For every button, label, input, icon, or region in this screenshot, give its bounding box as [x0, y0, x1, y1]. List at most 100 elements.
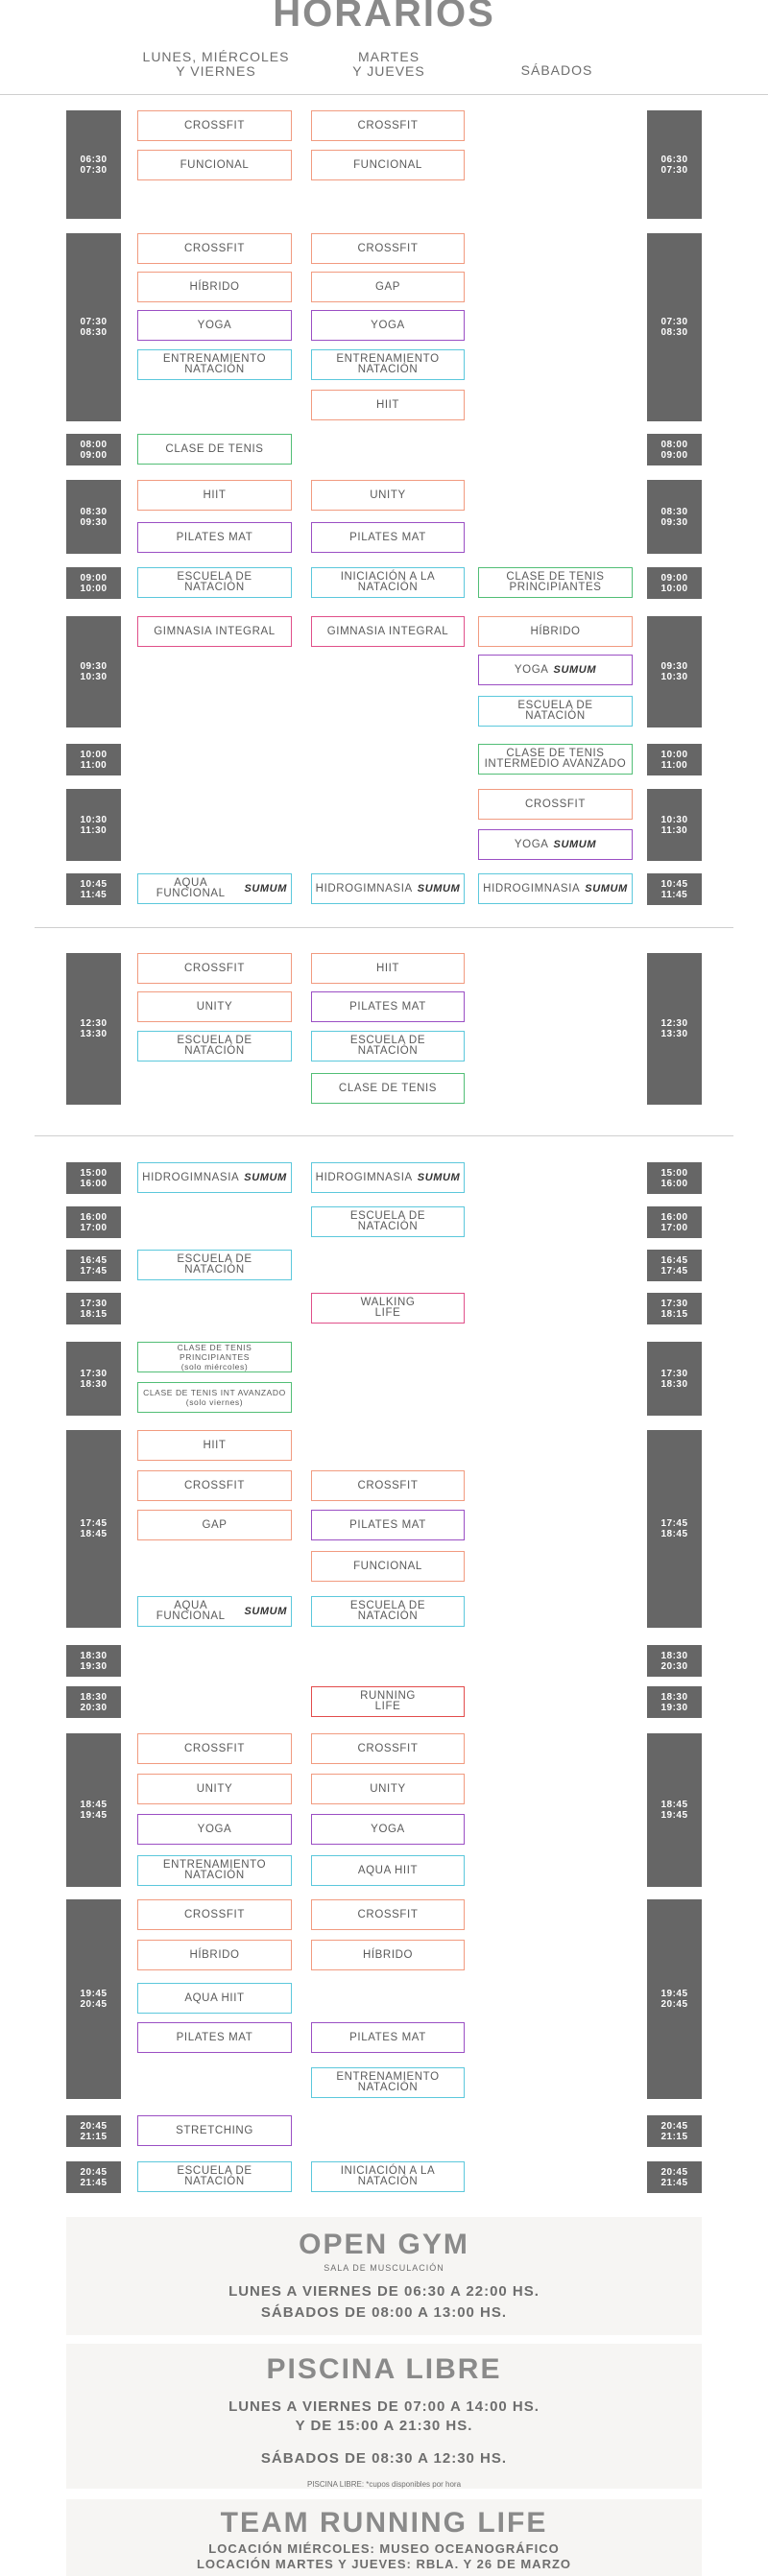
class-crossfit[interactable]: CROSSFIT: [311, 1470, 465, 1501]
class-crossfit[interactable]: CROSSFIT: [311, 1733, 465, 1764]
class-crossfit[interactable]: CROSSFIT: [311, 110, 465, 141]
time-block: 08:00 09:00: [66, 434, 121, 465]
class-hiit[interactable]: HIIT: [137, 480, 292, 511]
sumum-logo-icon: SUMUM: [553, 663, 597, 676]
time-block: 06:30 07:30: [647, 110, 702, 219]
class-gimnasia-integral[interactable]: GIMNASIA INTEGRAL: [311, 616, 465, 647]
class-funcional[interactable]: FUNCIONAL: [311, 1551, 465, 1582]
class-escuela-natacion[interactable]: ESCUELA DE NATACIÓN: [137, 1250, 292, 1280]
class-gimnasia-integral[interactable]: GIMNASIA INTEGRAL: [137, 616, 292, 647]
class-crossfit[interactable]: CROSSFIT: [137, 233, 292, 264]
class-entrenamiento-natacion[interactable]: ENTRENAMIENTO NATACIÓN: [137, 1855, 292, 1886]
time-block: 07:30 08:30: [66, 233, 121, 421]
class-pilates-mat[interactable]: PILATES MAT: [137, 2022, 292, 2053]
class-entrenamiento-natacion[interactable]: ENTRENAMIENTO NATACIÓN: [311, 2067, 465, 2098]
class-crossfit[interactable]: CROSSFIT: [311, 233, 465, 264]
sumum-logo-icon: SUMUM: [244, 1171, 287, 1183]
open-gym-panel: OPEN GYM SALA DE MUSCULACIÓN LUNES A VIE…: [66, 2217, 702, 2335]
class-crossfit[interactable]: CROSSFIT: [478, 789, 633, 820]
class-crossfit[interactable]: CROSSFIT: [137, 953, 292, 984]
class-escuela-natacion[interactable]: ESCUELA DE NATACIÓN: [478, 696, 633, 727]
time-block: 16:00 17:00: [66, 1206, 121, 1238]
class-crossfit[interactable]: CROSSFIT: [137, 110, 292, 141]
column-header-lmv: LUNES, MIÉRCOLES Y VIERNES: [142, 49, 290, 79]
class-escuela-natacion[interactable]: ESCUELA DE NATACIÓN: [311, 1596, 465, 1627]
class-unity[interactable]: UNITY: [137, 1774, 292, 1804]
class-pilates-mat[interactable]: PILATES MAT: [311, 991, 465, 1022]
class-escuela-natacion[interactable]: ESCUELA DE NATACIÓN: [137, 1031, 292, 1061]
class-pilates-mat[interactable]: PILATES MAT: [311, 1510, 465, 1540]
class-unity[interactable]: UNITY: [311, 1774, 465, 1804]
class-walking-life[interactable]: WALKING LIFE: [311, 1293, 465, 1324]
class-label: AQUA FUNCIONAL: [156, 877, 226, 899]
class-entrenamiento-natacion[interactable]: ENTRENAMIENTO NATACIÓN: [137, 349, 292, 380]
class-escuela-natacion[interactable]: ESCUELA DE NATACIÓN: [311, 1206, 465, 1237]
class-crossfit[interactable]: CROSSFIT: [137, 1733, 292, 1764]
class-iniciacion-natacion[interactable]: INICIACIÓN A LA NATACIÓN: [311, 2161, 465, 2192]
piscina-saturday: SÁBADOS DE 08:30 A 12:30 HS.: [260, 2450, 508, 2467]
class-hibrido[interactable]: HÍBRIDO: [311, 1940, 465, 1970]
class-hibrido[interactable]: HÍBRIDO: [137, 1940, 292, 1970]
time-block: 12:30 13:30: [66, 953, 121, 1105]
class-crossfit[interactable]: CROSSFIT: [137, 1470, 292, 1501]
team-running-panel: TEAM RUNNING LIFE LOCACIÓN MIÉRCOLES: MU…: [66, 2499, 702, 2576]
class-tenis[interactable]: CLASE DE TENIS: [311, 1073, 465, 1104]
class-iniciacion-natacion[interactable]: INICIACIÓN A LA NATACIÓN: [311, 567, 465, 598]
class-pilates-mat[interactable]: PILATES MAT: [311, 2022, 465, 2053]
open-gym-subtitle: SALA DE MUSCULACIÓN: [324, 2263, 444, 2273]
class-yoga[interactable]: YOGA: [137, 310, 292, 341]
class-hibrido[interactable]: HÍBRIDO: [478, 616, 633, 647]
class-tenis-int-avanzado[interactable]: CLASE DE TENIS INTERMEDIO AVANZADO: [478, 744, 633, 775]
class-pilates-mat[interactable]: PILATES MAT: [137, 522, 292, 553]
class-tenis-principiantes[interactable]: CLASE DE TENIS PRINCIPIANTES: [478, 567, 633, 598]
class-hiit[interactable]: HIIT: [311, 390, 465, 420]
time-block: 06:30 07:30: [66, 110, 121, 219]
section-divider: [35, 927, 733, 928]
class-running-life[interactable]: RUNNING LIFE: [311, 1686, 465, 1717]
class-hibrido[interactable]: HÍBRIDO: [137, 272, 292, 302]
class-yoga[interactable]: YOGA: [311, 310, 465, 341]
class-tenis-int-avanzado[interactable]: CLASE DE TENIS INT AVANZADO (solo vierne…: [137, 1382, 292, 1413]
time-block: 08:30 09:30: [647, 480, 702, 554]
class-crossfit[interactable]: CROSSFIT: [311, 1899, 465, 1930]
class-tenis[interactable]: CLASE DE TENIS: [137, 434, 292, 465]
running-title: TEAM RUNNING LIFE: [220, 2507, 548, 2539]
time-block: 17:30 18:30: [647, 1342, 702, 1416]
class-funcional[interactable]: FUNCIONAL: [137, 150, 292, 180]
class-yoga[interactable]: YOGA: [137, 1814, 292, 1845]
class-escuela-natacion[interactable]: ESCUELA DE NATACIÓN: [137, 2161, 292, 2192]
class-hiit[interactable]: HIIT: [137, 1430, 292, 1461]
time-block: 10:45 11:45: [66, 873, 121, 905]
class-aqua-hiit[interactable]: AQUA HIIT: [137, 1983, 292, 2014]
class-escuela-natacion[interactable]: ESCUELA DE NATACIÓN: [137, 567, 292, 598]
class-pilates-mat[interactable]: PILATES MAT: [311, 522, 465, 553]
class-unity[interactable]: UNITY: [311, 480, 465, 511]
class-hiit[interactable]: HIIT: [311, 953, 465, 984]
page-title: HORARIOS: [273, 0, 495, 35]
class-yoga[interactable]: YOGA: [311, 1814, 465, 1845]
class-escuela-natacion[interactable]: ESCUELA DE NATACIÓN: [311, 1031, 465, 1061]
class-stretching[interactable]: STRETCHING: [137, 2115, 292, 2146]
time-block: 18:30 20:30: [647, 1645, 702, 1677]
class-gap[interactable]: GAP: [137, 1510, 292, 1540]
running-location-mar-jue: LOCACIÓN MARTES Y JUEVES: RBLA. Y 26 DE …: [196, 2557, 572, 2571]
class-aqua-hiit[interactable]: AQUA HIIT: [311, 1855, 465, 1886]
class-crossfit[interactable]: CROSSFIT: [137, 1899, 292, 1930]
class-gap[interactable]: GAP: [311, 272, 465, 302]
class-unity[interactable]: UNITY: [137, 991, 292, 1022]
time-block: 16:45 17:45: [66, 1250, 121, 1281]
running-location-mier: LOCACIÓN MIÉRCOLES: MUSEO OCEANOGRÁFICO: [208, 2541, 560, 2556]
class-entrenamiento-natacion[interactable]: ENTRENAMIENTO NATACIÓN: [311, 349, 465, 380]
class-tenis-principiantes[interactable]: CLASE DE TENIS PRINCIPIANTES (solo miérc…: [137, 1342, 292, 1372]
time-block: 18:30 19:30: [66, 1645, 121, 1677]
time-block: 10:00 11:00: [66, 744, 121, 775]
class-funcional[interactable]: FUNCIONAL: [311, 150, 465, 180]
